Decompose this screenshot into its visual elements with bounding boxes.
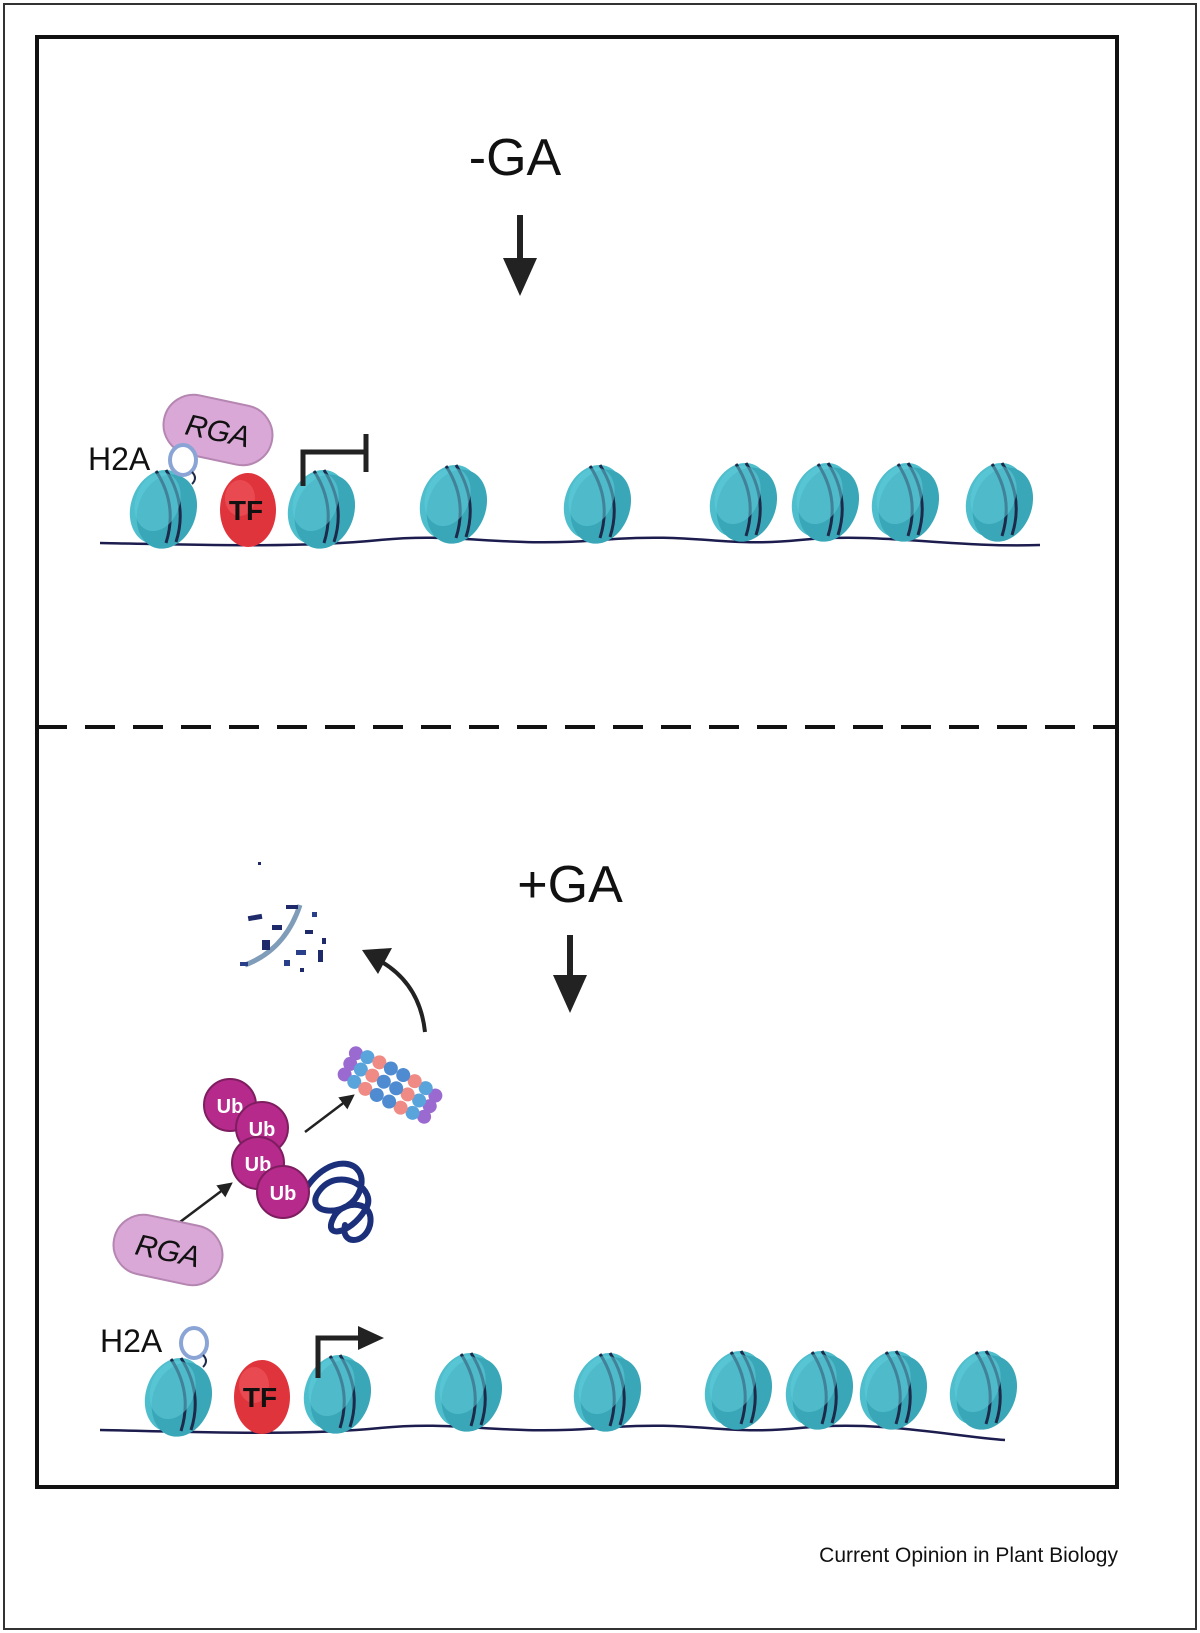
curved-arrow-icon <box>362 948 427 1033</box>
h2a-mark-icon <box>168 443 198 485</box>
nucleosome <box>693 1340 784 1440</box>
svg-text:Ub: Ub <box>249 1119 276 1141</box>
h2a-mark-icon <box>179 1326 209 1368</box>
nucleosome <box>780 452 871 552</box>
top-panel: -GA RGA H2A TF <box>88 129 1045 559</box>
active-promoter-icon <box>315 1326 384 1378</box>
nucleosome <box>860 452 951 552</box>
nucleosome <box>938 1340 1029 1440</box>
h2a-label: H2A <box>88 441 151 477</box>
svg-text:Ub: Ub <box>245 1154 272 1176</box>
unfolded-protein-icon <box>302 1160 374 1243</box>
nucleosome <box>848 1340 939 1440</box>
arrow-to-ubiquitin <box>179 1182 233 1223</box>
tf-label: TF <box>243 1382 277 1413</box>
ubiquitin-tag: Ub <box>256 1165 310 1219</box>
down-arrow-icon <box>553 935 587 1013</box>
bottom-panel: +GA <box>99 856 1029 1447</box>
nucleosome <box>774 1340 865 1440</box>
condition-label-minus-ga: -GA <box>469 129 562 187</box>
dna-strand <box>99 1424 1006 1442</box>
outer-border <box>3 3 1197 1630</box>
down-arrow-icon <box>503 215 537 296</box>
h2a-label: H2A <box>100 1323 163 1359</box>
nucleosome <box>698 452 789 552</box>
ubiquitin-chain: Ub Ub Ub Ub <box>203 1078 310 1219</box>
transcription-factor: TF <box>234 1360 290 1434</box>
degraded-fragments-icon <box>240 862 326 972</box>
proteasome-icon <box>337 1046 443 1124</box>
arrow-to-proteasome <box>304 1094 355 1133</box>
nucleosome <box>954 452 1045 552</box>
rga-protein: RGA <box>112 1213 224 1287</box>
journal-credit: Current Opinion in Plant Biology <box>819 1544 1118 1567</box>
svg-text:Ub: Ub <box>217 1096 244 1118</box>
condition-label-plus-ga: +GA <box>517 856 623 914</box>
tf-label: TF <box>229 495 263 526</box>
transcription-factor: TF <box>220 473 276 547</box>
repressed-promoter-icon <box>300 434 369 486</box>
inner-panel-frame <box>35 35 1119 1489</box>
svg-text:Ub: Ub <box>270 1183 297 1205</box>
